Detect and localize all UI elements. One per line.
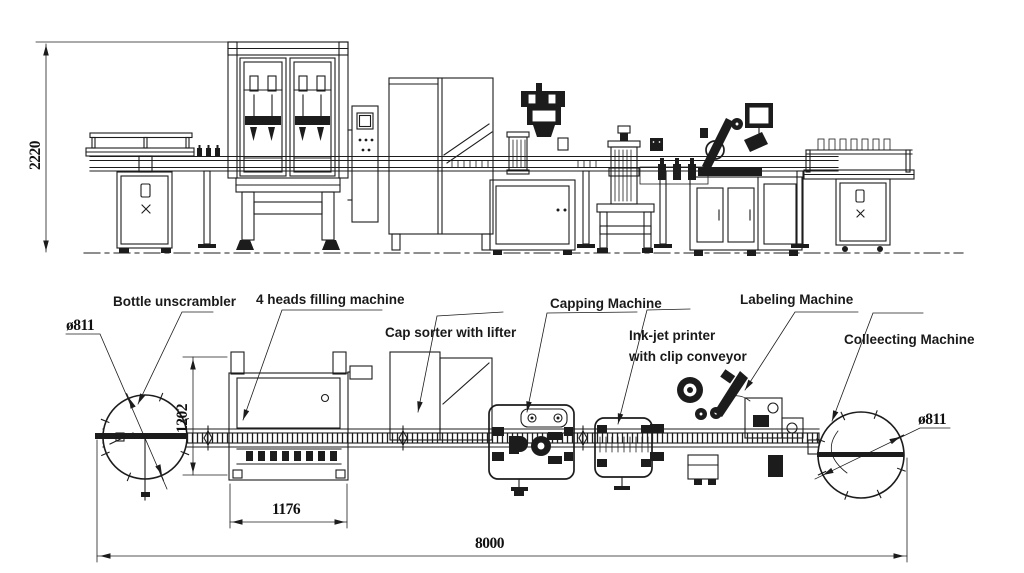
label-capping-machine: Capping Machine	[550, 296, 662, 311]
plan-view: Bottle unscrambler 4 heads filling machi…	[65, 292, 975, 563]
cap-sorter-plan	[389, 351, 493, 441]
filling-machine-elevation	[227, 41, 379, 250]
dim-arrow	[43, 240, 49, 251]
bottle-unscrambler-plan	[95, 392, 190, 501]
dim-arrow	[190, 462, 196, 473]
label-inkjet-printer-line1: Ink-jet printer	[629, 328, 716, 343]
labeler-monitor	[745, 103, 773, 144]
bottles-on-conveyor	[197, 145, 220, 156]
leader-inkjet-printer	[617, 308, 691, 425]
dim-filling-depth-text: 1202	[174, 403, 191, 433]
dim-arrow	[100, 553, 111, 559]
dimension-total-length: 8000	[96, 439, 908, 563]
bottle-unscrambler-elevation	[85, 132, 195, 253]
label-cap-sorter: Cap sorter with lifter	[385, 325, 517, 340]
label-bottle-unscrambler: Bottle unscrambler	[113, 294, 237, 309]
inkjet-print-head	[650, 138, 663, 151]
dim-line-height-text: 2220	[27, 140, 44, 170]
labeling-machine-plan	[650, 369, 804, 485]
leader-arrow	[615, 413, 624, 425]
dim-arrow	[232, 519, 243, 525]
dim-total-length-text: 8000	[475, 535, 505, 552]
collecting-machine-elevation	[803, 138, 915, 252]
conveyor-plan	[102, 425, 820, 451]
diameter-callout-right: ø811	[814, 411, 951, 480]
dim-arrow	[893, 553, 904, 559]
door-cross-mark	[141, 204, 151, 214]
clip-conveyor-bottles	[639, 138, 709, 185]
capping-machine-plan	[488, 404, 575, 496]
conveyor-legs	[198, 170, 809, 248]
leader-bottle-unscrambler	[137, 311, 214, 405]
conveyor-elevation	[89, 138, 839, 248]
dim-unscrambler-diameter-text: ø811	[66, 317, 94, 334]
collected-bottles	[817, 138, 891, 151]
filling-machine-plan	[228, 351, 373, 481]
dimension-filling-width: 1176	[229, 483, 348, 529]
leader-labeling-machine	[744, 311, 859, 391]
label-filling-machine: 4 heads filling machine	[256, 292, 405, 307]
collecting-machine-plan	[807, 410, 906, 500]
conveyor-chain-ticks	[451, 160, 597, 168]
dim-arrow	[43, 45, 49, 56]
leader-capping-machine	[526, 311, 638, 413]
filling-door-right	[289, 57, 336, 177]
leader-collecting-machine	[831, 312, 924, 422]
leader-cap-sorter	[417, 311, 504, 413]
inkjet-printer-elevation	[596, 125, 655, 253]
label-inkjet-printer-line2: with clip conveyor	[628, 349, 748, 364]
machine-labels: Bottle unscrambler 4 heads filling machi…	[113, 292, 975, 425]
filling-manifold	[246, 451, 337, 461]
dim-filling-width-text: 1176	[272, 501, 301, 518]
capping-machine-elevation	[489, 83, 576, 255]
dim-arrow	[334, 519, 345, 525]
filling-door-left	[239, 57, 287, 177]
dim-collecting-diameter-text: ø811	[918, 411, 946, 428]
leader-arrow	[415, 401, 423, 413]
label-labeling-machine: Labeling Machine	[740, 292, 854, 307]
leader-filling-machine	[242, 309, 383, 421]
dim-arrow	[190, 359, 196, 370]
dimension-filling-depth: 1202	[174, 356, 228, 476]
diameter-callout-left: ø811	[65, 317, 168, 490]
door-window	[140, 183, 151, 198]
cap-sorter-elevation	[388, 77, 494, 251]
inkjet-printer-plan	[594, 417, 653, 490]
labeling-machine-elevation	[689, 103, 803, 256]
dimension-line-height: 2220	[27, 41, 229, 253]
label-collecting-machine: Colleecting Machine	[844, 332, 975, 347]
leader-arrow	[524, 401, 532, 413]
elevation-view: 2220	[27, 41, 964, 256]
control-panel-elevation	[347, 105, 379, 223]
